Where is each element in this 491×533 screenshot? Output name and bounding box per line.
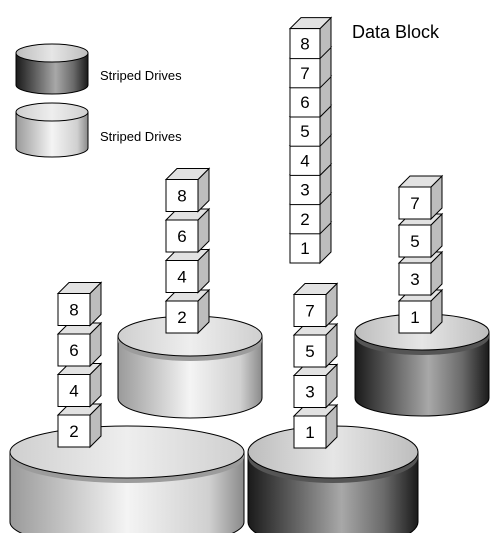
drive-dark-back-group: 1 3 5 7 xyxy=(354,174,490,417)
data-block-title: Data Block xyxy=(352,22,440,42)
data-block-cube-label: 3 xyxy=(410,270,419,289)
data-block-cube-label: 6 xyxy=(300,93,309,112)
data-block-cube-label: 2 xyxy=(300,210,309,229)
data-block-cube: 4 xyxy=(56,362,103,408)
drive-light-back-stack: 2 4 6 8 xyxy=(164,167,211,335)
drive-light-front-stack: 2 4 6 8 xyxy=(56,281,103,449)
data-block-cube: 4 xyxy=(164,248,211,294)
data-block-cube-label: 8 xyxy=(69,301,78,320)
legend: Striped Drives Striped Drives xyxy=(15,43,182,158)
data-block-cube: 1 xyxy=(397,288,444,335)
drive-light-front-group: 2 4 6 8 xyxy=(9,281,245,533)
data-block-cube-label: 2 xyxy=(69,422,78,441)
data-block-cube: 5 xyxy=(292,322,339,369)
data-block-cube-label: 7 xyxy=(300,64,309,83)
data-block-cube-label: 5 xyxy=(410,232,419,251)
data-block-cube: 2 xyxy=(56,402,103,449)
data-block-cube-label: 3 xyxy=(300,181,309,200)
drive-dark-front xyxy=(247,425,419,533)
data-block-cube-label: 8 xyxy=(177,187,186,206)
data-block-cube-label: 4 xyxy=(177,268,186,287)
data-block-cube-label: 1 xyxy=(305,423,314,442)
data-block-cube-label: 5 xyxy=(300,122,309,141)
data-block-stack: 1 2 3 4 5 6 7 8 xyxy=(288,16,333,265)
data-block-cube-label: 5 xyxy=(305,342,314,361)
legend-light-drive-icon xyxy=(15,102,89,158)
drive-dark-back-body xyxy=(354,331,490,417)
data-block-cube: 6 xyxy=(164,207,211,254)
data-block-cube: 2 xyxy=(164,288,211,335)
legend-light-label: Striped Drives xyxy=(100,129,182,144)
data-block-cube-label: 1 xyxy=(410,308,419,327)
drive-light-front xyxy=(9,425,245,533)
legend-dark-drive-icon xyxy=(15,43,89,95)
data-block-cube: 8 xyxy=(288,16,333,60)
data-block-cube: 1 xyxy=(292,403,339,450)
drive-dark-back-stack: 1 3 5 7 xyxy=(397,174,444,335)
data-block-cube: 5 xyxy=(397,212,444,259)
data-block-cube-label: 8 xyxy=(300,35,309,54)
data-block-cube-label: 1 xyxy=(300,239,309,258)
data-block-cube-label: 7 xyxy=(305,302,314,321)
data-block-cube: 7 xyxy=(292,282,339,328)
data-block-cube: 3 xyxy=(292,363,339,409)
drive-dark-front-stack: 1 3 5 7 xyxy=(292,282,339,450)
data-block-cube-label: 6 xyxy=(177,227,186,246)
data-block-cube: 8 xyxy=(56,281,103,327)
data-block-cube: 7 xyxy=(397,174,444,221)
data-block-cube: 6 xyxy=(56,321,103,368)
data-block-cube-label: 4 xyxy=(300,151,309,170)
drive-light-back-group: 2 4 6 8 xyxy=(117,167,263,419)
drive-light-back xyxy=(117,315,263,419)
data-block-cube-label: 3 xyxy=(305,383,314,402)
data-block-cube-label: 6 xyxy=(69,341,78,360)
data-block-cube: 8 xyxy=(164,167,211,213)
legend-dark-label: Striped Drives xyxy=(100,68,182,83)
drive-dark-front-group: 1 3 5 7 xyxy=(247,282,419,533)
data-block-cube-label: 2 xyxy=(177,308,186,327)
data-block-cube-label: 7 xyxy=(410,194,419,213)
data-block-cube-label: 4 xyxy=(69,382,78,401)
data-block-cube: 3 xyxy=(397,250,444,297)
drive-light-front-top xyxy=(9,425,245,479)
block-stacks: 2 4 6 8 1 3 5 7 2 4 6 8 1 3 5 7 1 2 3 4 5 6 7 8 xyxy=(9,16,490,533)
